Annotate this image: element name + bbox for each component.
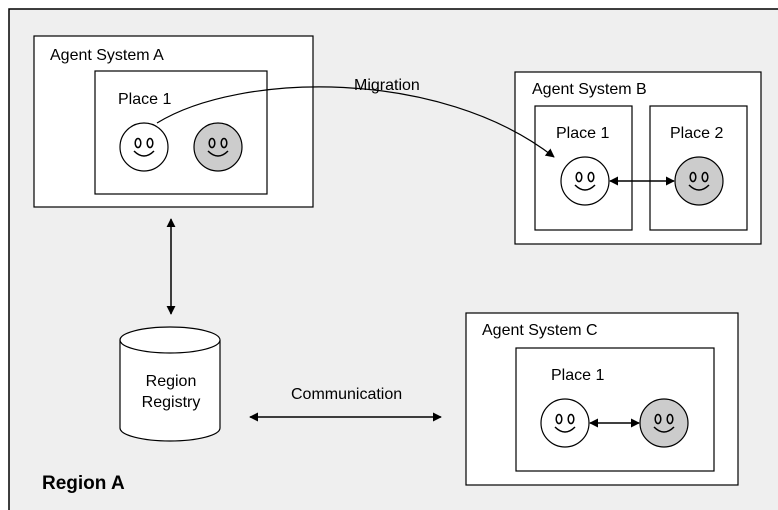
migration-label: Migration — [354, 77, 420, 94]
region-registry: Region Registry — [119, 326, 221, 442]
region-registry-label-line-1: Region — [146, 373, 197, 390]
agent-icon — [674, 156, 724, 206]
region-label: Region A — [42, 473, 125, 494]
region-registry-label-line-2: Registry — [142, 394, 201, 411]
agent-system-a-label: Agent System A — [50, 47, 164, 64]
agent-icon — [639, 398, 689, 448]
agent-system-b-place-2: Place 2 — [649, 105, 748, 231]
communication-label: Communication — [291, 386, 402, 403]
agent-icon — [540, 398, 590, 448]
agent-system-a-place-1-label: Place 1 — [118, 91, 171, 108]
agent-icon — [193, 122, 243, 172]
agent-system-c-place-1-label: Place 1 — [551, 367, 604, 384]
agent-system-a-place-1: Place 1 — [94, 70, 268, 195]
agent-system-c-label: Agent System C — [482, 322, 598, 339]
agent-icon — [119, 122, 169, 172]
agent-system-b-place-2-label: Place 2 — [670, 125, 723, 142]
migration-arrow — [156, 86, 555, 158]
agent-system-c: Agent System C Place 1 — [465, 312, 739, 486]
agent-system-b: Agent System B Place 1 Place 2 — [514, 71, 762, 245]
agent-system-b-place-1-label: Place 1 — [556, 125, 609, 142]
agent-system-b-label: Agent System B — [532, 81, 647, 98]
agent-icon — [560, 156, 610, 206]
agent-system-a: Agent System A Place 1 — [33, 35, 314, 208]
